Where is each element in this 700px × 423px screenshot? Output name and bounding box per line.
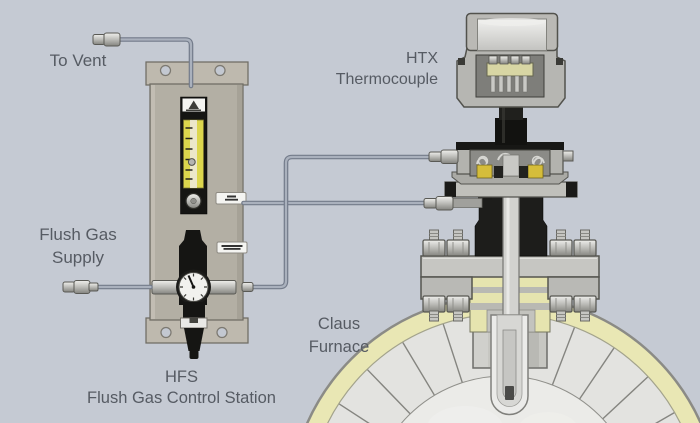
- terminal-strip: [486, 62, 534, 77]
- thermocouple-probe: [490, 314, 529, 416]
- flange-bolt: [422, 229, 446, 257]
- panel-tag-label: [216, 241, 248, 254]
- htx-thermocouple-label: HTX Thermocouple: [296, 48, 438, 90]
- flush-tube-upper: [241, 154, 433, 290]
- thermocouple-head: [456, 12, 566, 145]
- flame-glow: [520, 412, 576, 423]
- pressure-regulator: [151, 230, 248, 359]
- gauge-needle: [187, 275, 195, 288]
- tube-fittings: [62, 32, 483, 294]
- mounting-holes: [159, 64, 228, 339]
- hfs-station-label: HFS Flush Gas Control Station: [61, 367, 302, 409]
- tubing: [94, 37, 433, 290]
- head-neck: [495, 118, 527, 145]
- hfs-abbrev: HFS: [165, 368, 198, 386]
- flange-bolt: [549, 229, 573, 257]
- brand-triangle-icon: [188, 100, 199, 109]
- side-plug: [562, 150, 574, 162]
- regulator-outlet-fitting: [207, 280, 237, 295]
- regulator-adjust-knob: [189, 350, 199, 359]
- thermocouple-junction-housing: [444, 142, 578, 198]
- flange-bolt: [446, 229, 470, 257]
- flame-glow: [428, 406, 502, 423]
- hfs-caption: Flush Gas Control Station: [87, 389, 276, 407]
- junction-upper-fitting: [428, 149, 459, 164]
- flowmeter-float: [187, 158, 196, 166]
- terminal-block-yellow: [527, 164, 544, 179]
- flush-gas-supply-line1: Flush Gas: [39, 225, 117, 244]
- claus-furnace-label: Claus Furnace: [281, 313, 397, 359]
- claus-furnace-line2: Furnace: [308, 338, 370, 356]
- htx-label-line2: Thermocouple: [335, 71, 438, 88]
- vent-fitting: [92, 32, 121, 47]
- gauge-ticks: [180, 273, 207, 301]
- flush-gas-supply-label: Flush Gas Supply: [26, 223, 130, 269]
- supply-fitting: [62, 280, 99, 294]
- flush-gas-supply-line2: Supply: [52, 248, 104, 267]
- panel-outlet-nut: [241, 282, 254, 292]
- thermocouple-tip: [505, 386, 514, 400]
- flowmeter: [180, 96, 247, 215]
- htx-label-line1: HTX: [406, 50, 438, 67]
- junction-lower-fitting: [423, 196, 483, 211]
- terminal-pins: [490, 75, 528, 93]
- to-vent-label: To Vent: [49, 51, 107, 70]
- flush-gas-control-station: [145, 61, 249, 359]
- vent-tube: [117, 37, 194, 89]
- terminal-screws: [488, 55, 531, 65]
- regulator-inlet-fitting: [151, 280, 181, 295]
- claus-furnace-line1: Claus: [317, 315, 361, 333]
- terminal-block-yellow: [476, 164, 493, 179]
- thermocouple-stem-tube: [502, 184, 520, 336]
- flange-bolt: [573, 229, 597, 257]
- panel-tag-label: [215, 192, 247, 205]
